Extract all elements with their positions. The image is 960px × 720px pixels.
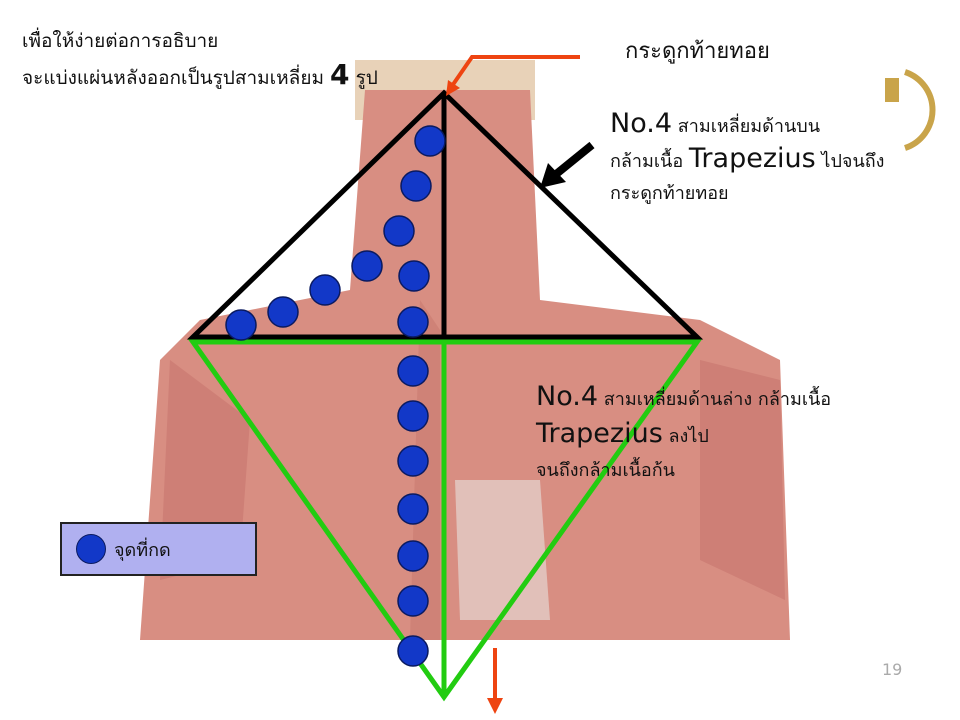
pressure-point bbox=[397, 400, 429, 432]
pressure-point bbox=[397, 445, 429, 477]
pressure-point bbox=[397, 355, 429, 387]
upper-number: No.4 bbox=[610, 108, 673, 139]
lower-muscle-name: Trapezius bbox=[536, 418, 663, 449]
intro-line-2-unit: รูป bbox=[355, 67, 378, 89]
gold-seal-logo bbox=[885, 69, 936, 151]
lower-desc-3: จนถึงกล้ามเนื้อก้น bbox=[536, 460, 675, 481]
upper-desc-2: ไปจนถึง bbox=[821, 151, 885, 172]
pressure-point bbox=[397, 635, 429, 667]
pressure-point bbox=[397, 306, 429, 338]
lower-triangle-caption: No.4 สามเหลี่ยมด้านล่าง กล้ามเนื้อ Trape… bbox=[536, 380, 831, 488]
lower-desc: สามเหลี่ยมด้านล่าง กล้ามเนื้อ bbox=[603, 389, 832, 410]
lower-number: No.4 bbox=[536, 381, 599, 412]
pressure-point bbox=[397, 540, 429, 572]
pressure-point bbox=[351, 250, 383, 282]
pressure-point bbox=[414, 125, 446, 157]
pressure-point bbox=[383, 215, 415, 247]
pressure-point bbox=[398, 260, 430, 292]
pressure-point bbox=[397, 493, 429, 525]
page-number: 19 bbox=[882, 660, 903, 679]
pressure-points bbox=[225, 125, 446, 667]
upper-triangle-caption: No.4 สามเหลี่ยมด้านบน กล้ามเนื้อ Trapezi… bbox=[610, 108, 884, 210]
legend-label: จุดที่กด bbox=[114, 539, 171, 561]
occiput-arrow bbox=[446, 55, 580, 96]
upper-muscle-name: Trapezius bbox=[688, 143, 816, 174]
pressure-point bbox=[397, 585, 429, 617]
upper-desc: สามเหลี่ยมด้านบน bbox=[677, 116, 821, 137]
intro-line-1: เพื่อให้ง่ายต่อการอธิบาย bbox=[22, 30, 219, 52]
intro-number: 4 bbox=[330, 58, 350, 91]
pressure-point bbox=[309, 274, 341, 306]
pressure-point bbox=[267, 296, 299, 328]
intro-line-2: จะแบ่งแผ่นหลังออกเป็นรูปสามเหลี่ยม 4 รูป bbox=[22, 58, 378, 93]
upper-muscle-prefix: กล้ามเนื้อ bbox=[610, 151, 684, 172]
upper-desc-3: กระดูกท้ายทอย bbox=[610, 183, 729, 204]
intro-line-2-text: จะแบ่งแผ่นหลังออกเป็นรูปสามเหลี่ยม bbox=[22, 67, 324, 89]
down-arrow bbox=[487, 648, 503, 714]
lower-desc-2: ลงไป bbox=[668, 426, 709, 447]
legend-box: จุดที่กด bbox=[60, 522, 257, 576]
upper-label-arrow bbox=[540, 141, 595, 188]
pressure-point-icon bbox=[76, 534, 106, 564]
pressure-point bbox=[400, 170, 432, 202]
occiput-label: กระดูกท้ายทอย bbox=[625, 39, 770, 64]
pressure-point bbox=[225, 309, 257, 341]
